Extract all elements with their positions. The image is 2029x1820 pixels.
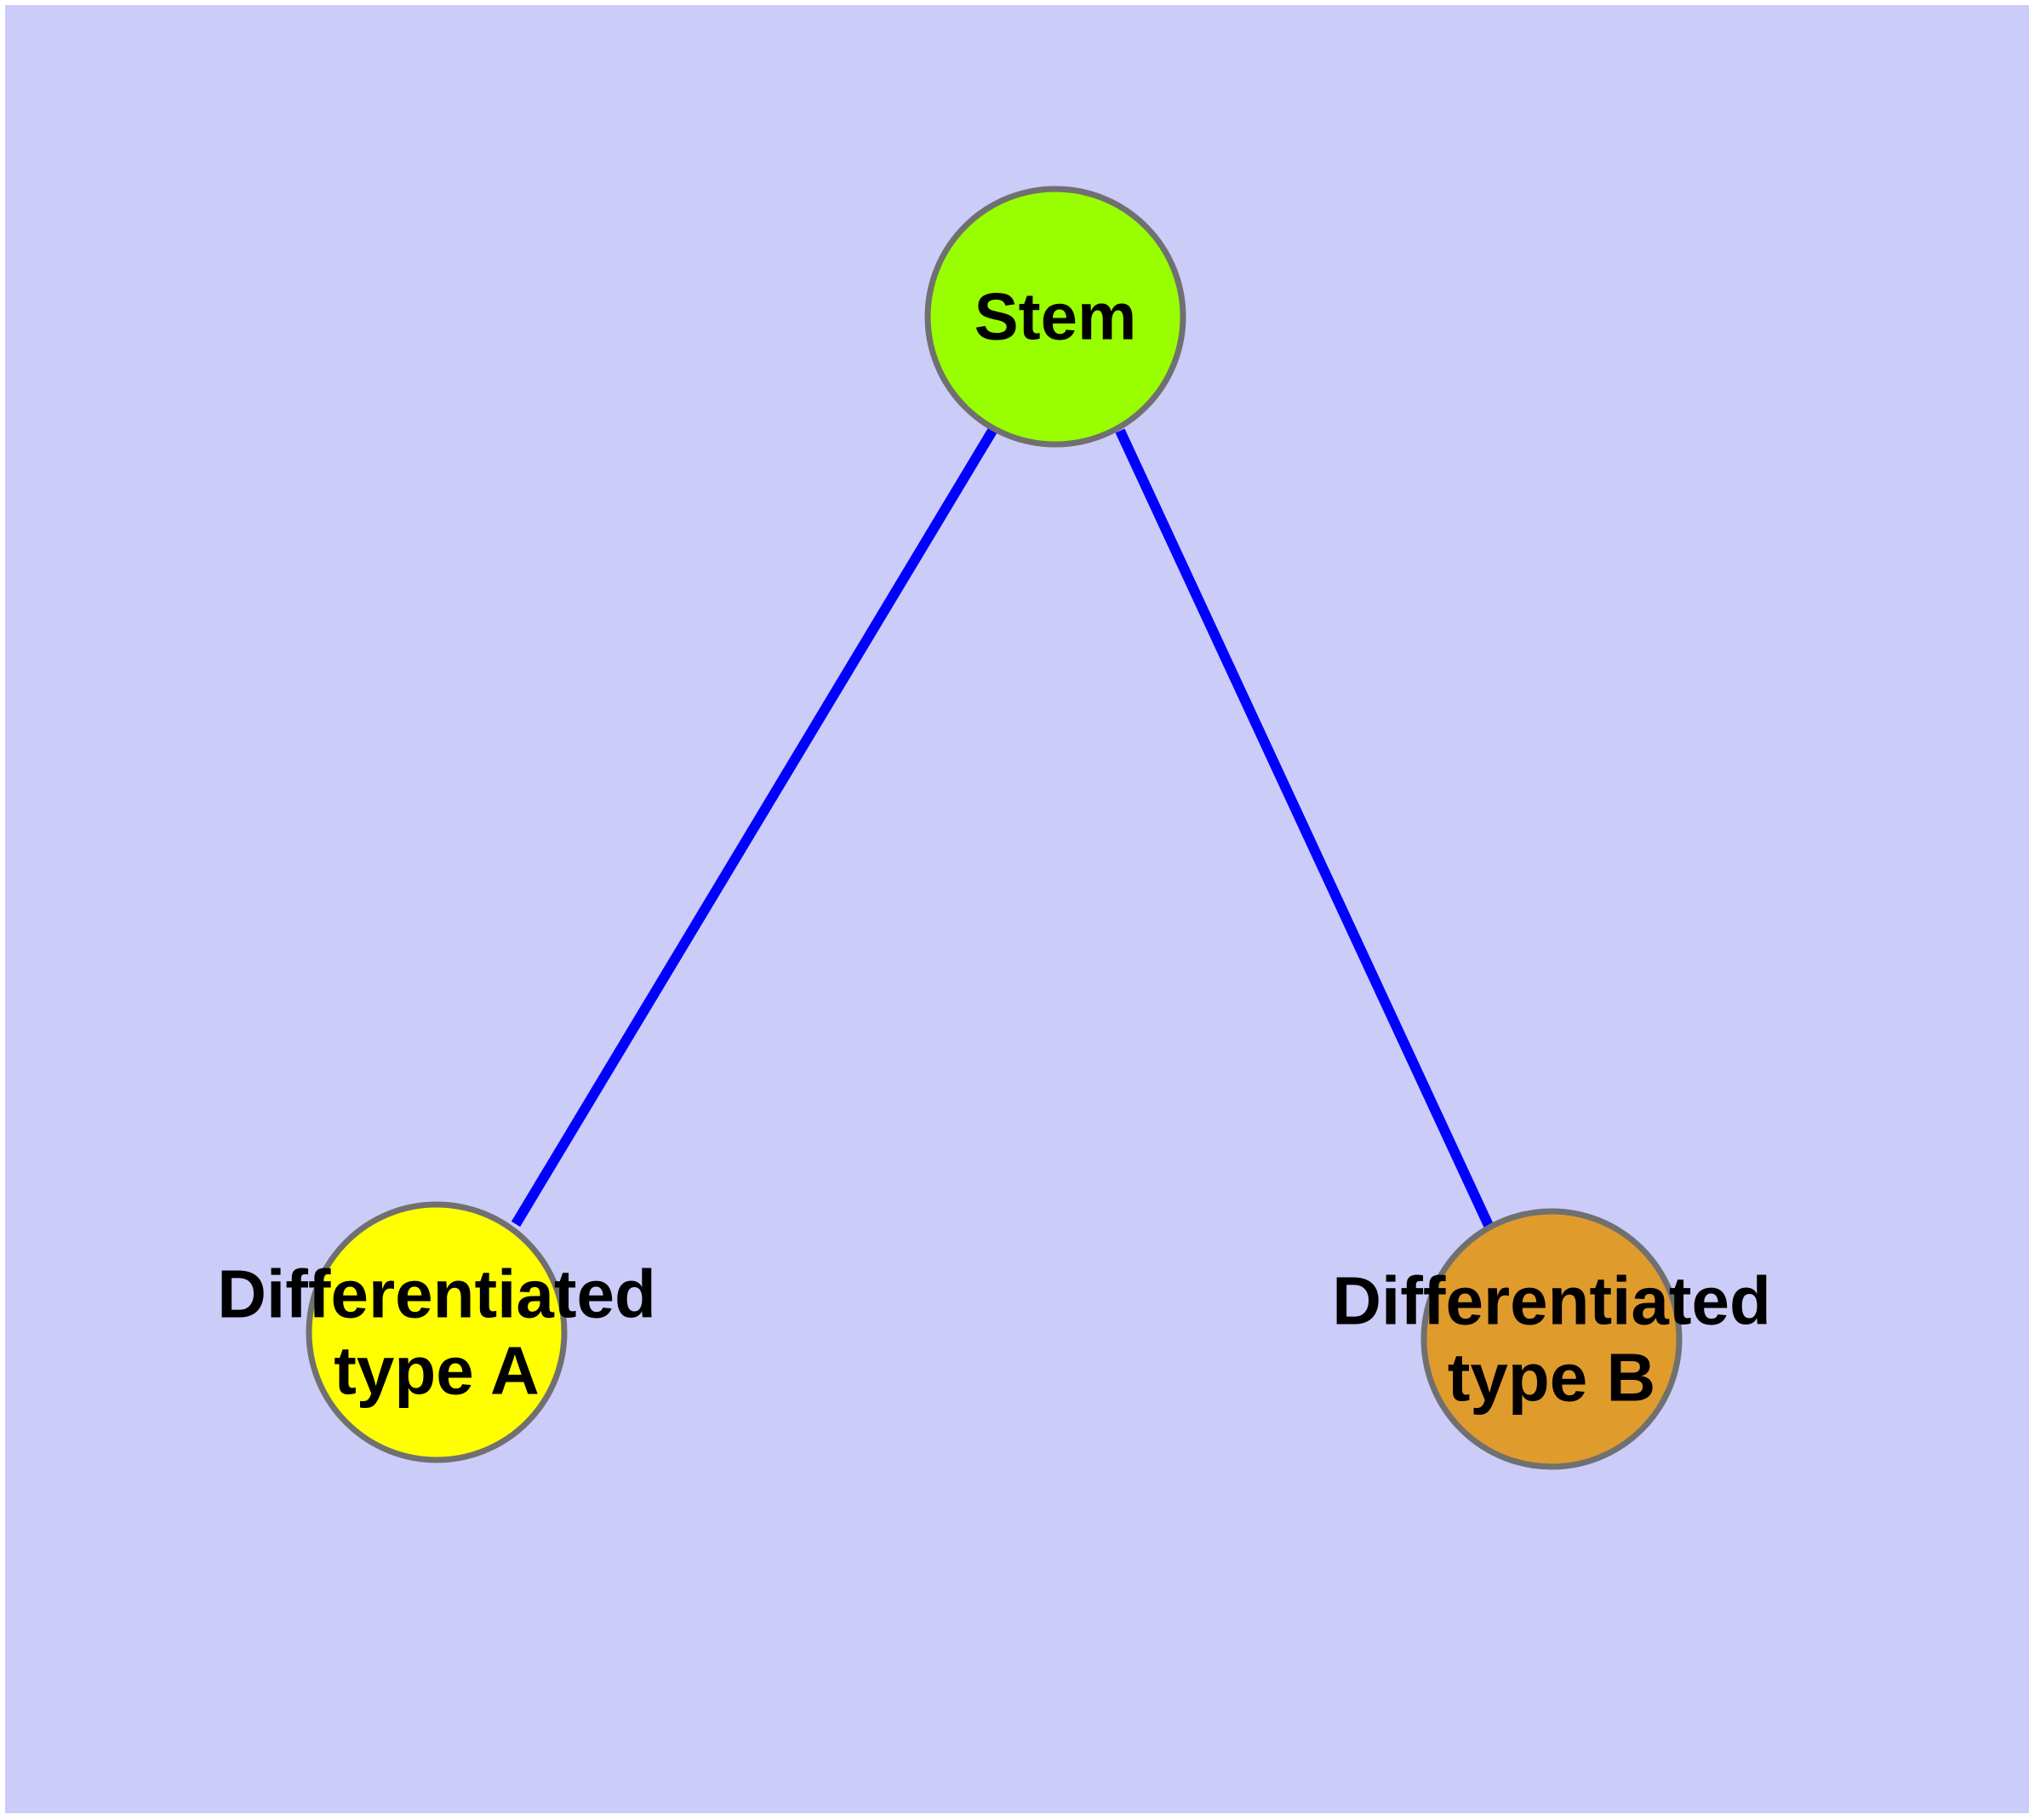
node-layer (306, 186, 1683, 1470)
node-circle-differentiated-type-b[interactable] (1420, 1208, 1683, 1470)
edge-stem-to-differentiated-type-a[interactable] (511, 427, 997, 1228)
graph-svg (306, 186, 1683, 1470)
node-circle-differentiated-type-a[interactable] (306, 1201, 568, 1463)
edge-stem-to-differentiated-type-b[interactable] (1115, 428, 1496, 1233)
node-circle-stem[interactable] (924, 186, 1186, 448)
edge-layer (511, 427, 1496, 1233)
diagram-canvas: Stem Differentiated type A Differentiate… (5, 5, 2029, 1813)
